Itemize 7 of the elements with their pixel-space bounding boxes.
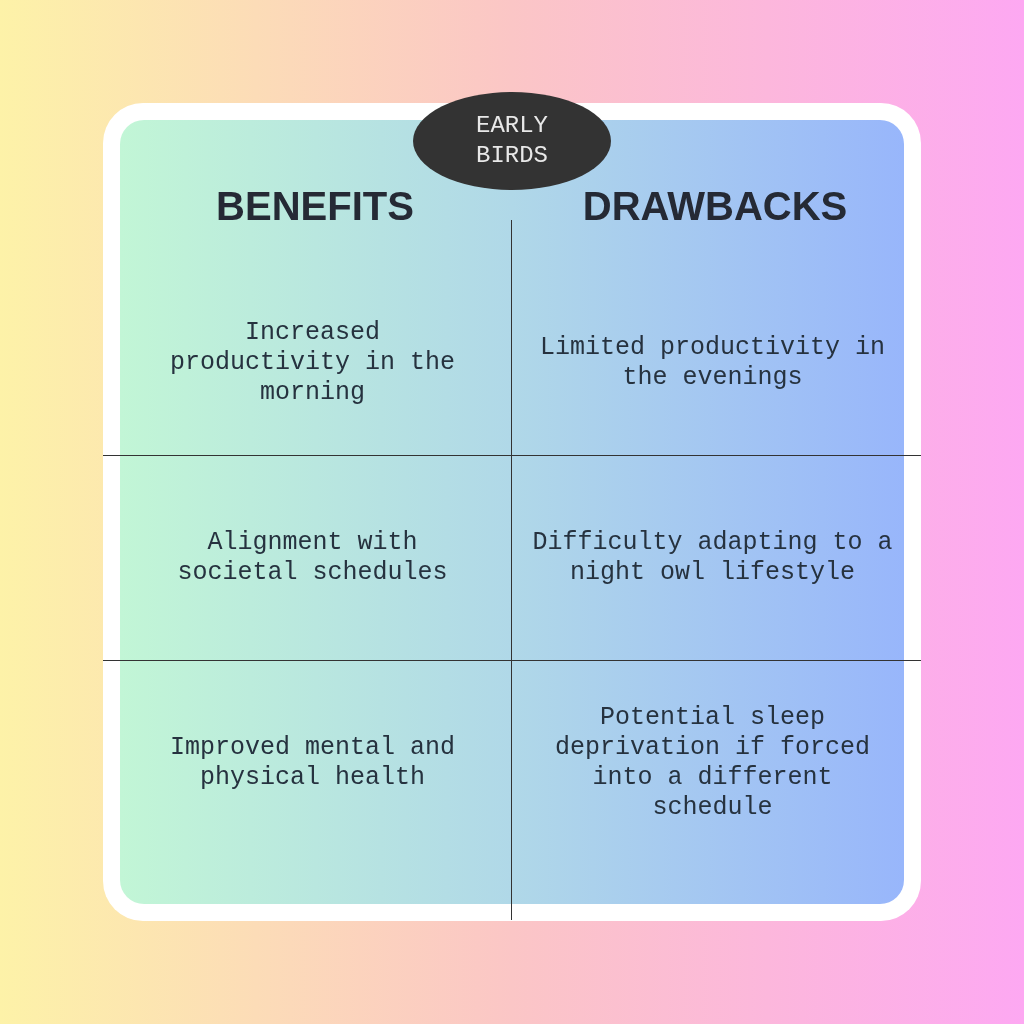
table-cell-text: Alignment with societal schedules: [176, 527, 449, 588]
table-cell-text: Difficulty adapting to a night owl lifestyle: [531, 527, 894, 588]
table-cell-text: Increased productivity in the morning: [168, 317, 456, 408]
column-heading: BENEFITS: [215, 183, 415, 230]
table-cell-text: Limited productivity in the evenings: [538, 332, 887, 393]
table-cell-text: Improved mental and physical health: [168, 732, 456, 793]
table-cell-text: Potential sleep deprivation if forced into a different schedule: [553, 702, 872, 823]
